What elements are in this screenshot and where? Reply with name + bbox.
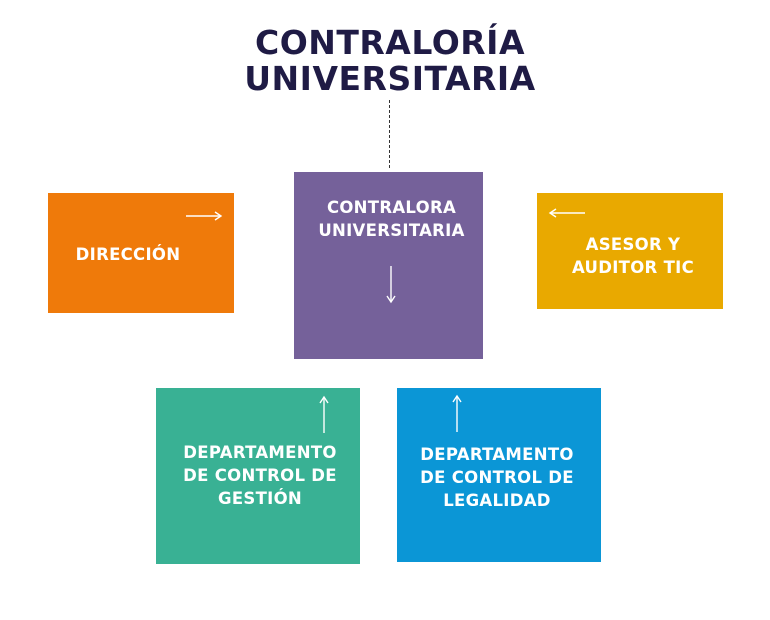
dashed-connector xyxy=(389,100,390,168)
box-departamento-control-legalidad: DEPARTAMENTO DE CONTROL DE LEGALIDAD xyxy=(397,388,601,562)
diagram-title-line-2: UNIVERSITARIA xyxy=(244,59,536,98)
box-asesor-label: ASESOR Y AUDITOR TIC xyxy=(571,235,695,277)
diagram-title-line-1: CONTRALORÍA xyxy=(255,23,525,62)
box-legalidad-label: DEPARTAMENTO DE CONTROL DE LEGALIDAD xyxy=(420,445,574,510)
arrow-down-icon xyxy=(386,266,396,304)
arrow-left-icon xyxy=(548,208,585,218)
arrow-right-icon xyxy=(186,211,223,221)
arrow-up-icon xyxy=(452,394,462,432)
box-direccion: DIRECCIÓN xyxy=(48,193,234,313)
box-gestion-label: DEPARTAMENTO DE CONTROL DE GESTIÓN xyxy=(183,443,337,508)
box-asesor-auditor-tic: ASESOR Y AUDITOR TIC xyxy=(537,193,723,309)
box-direccion-label: DIRECCIÓN xyxy=(75,245,181,264)
box-departamento-control-gestion: DEPARTAMENTO DE CONTROL DE GESTIÓN xyxy=(156,388,360,564)
arrow-up-icon xyxy=(319,395,329,433)
box-contralora-universitaria: CONTRALORA UNIVERSITARIA xyxy=(294,172,483,359)
box-contralora-label: CONTRALORA UNIVERSITARIA xyxy=(318,198,465,240)
